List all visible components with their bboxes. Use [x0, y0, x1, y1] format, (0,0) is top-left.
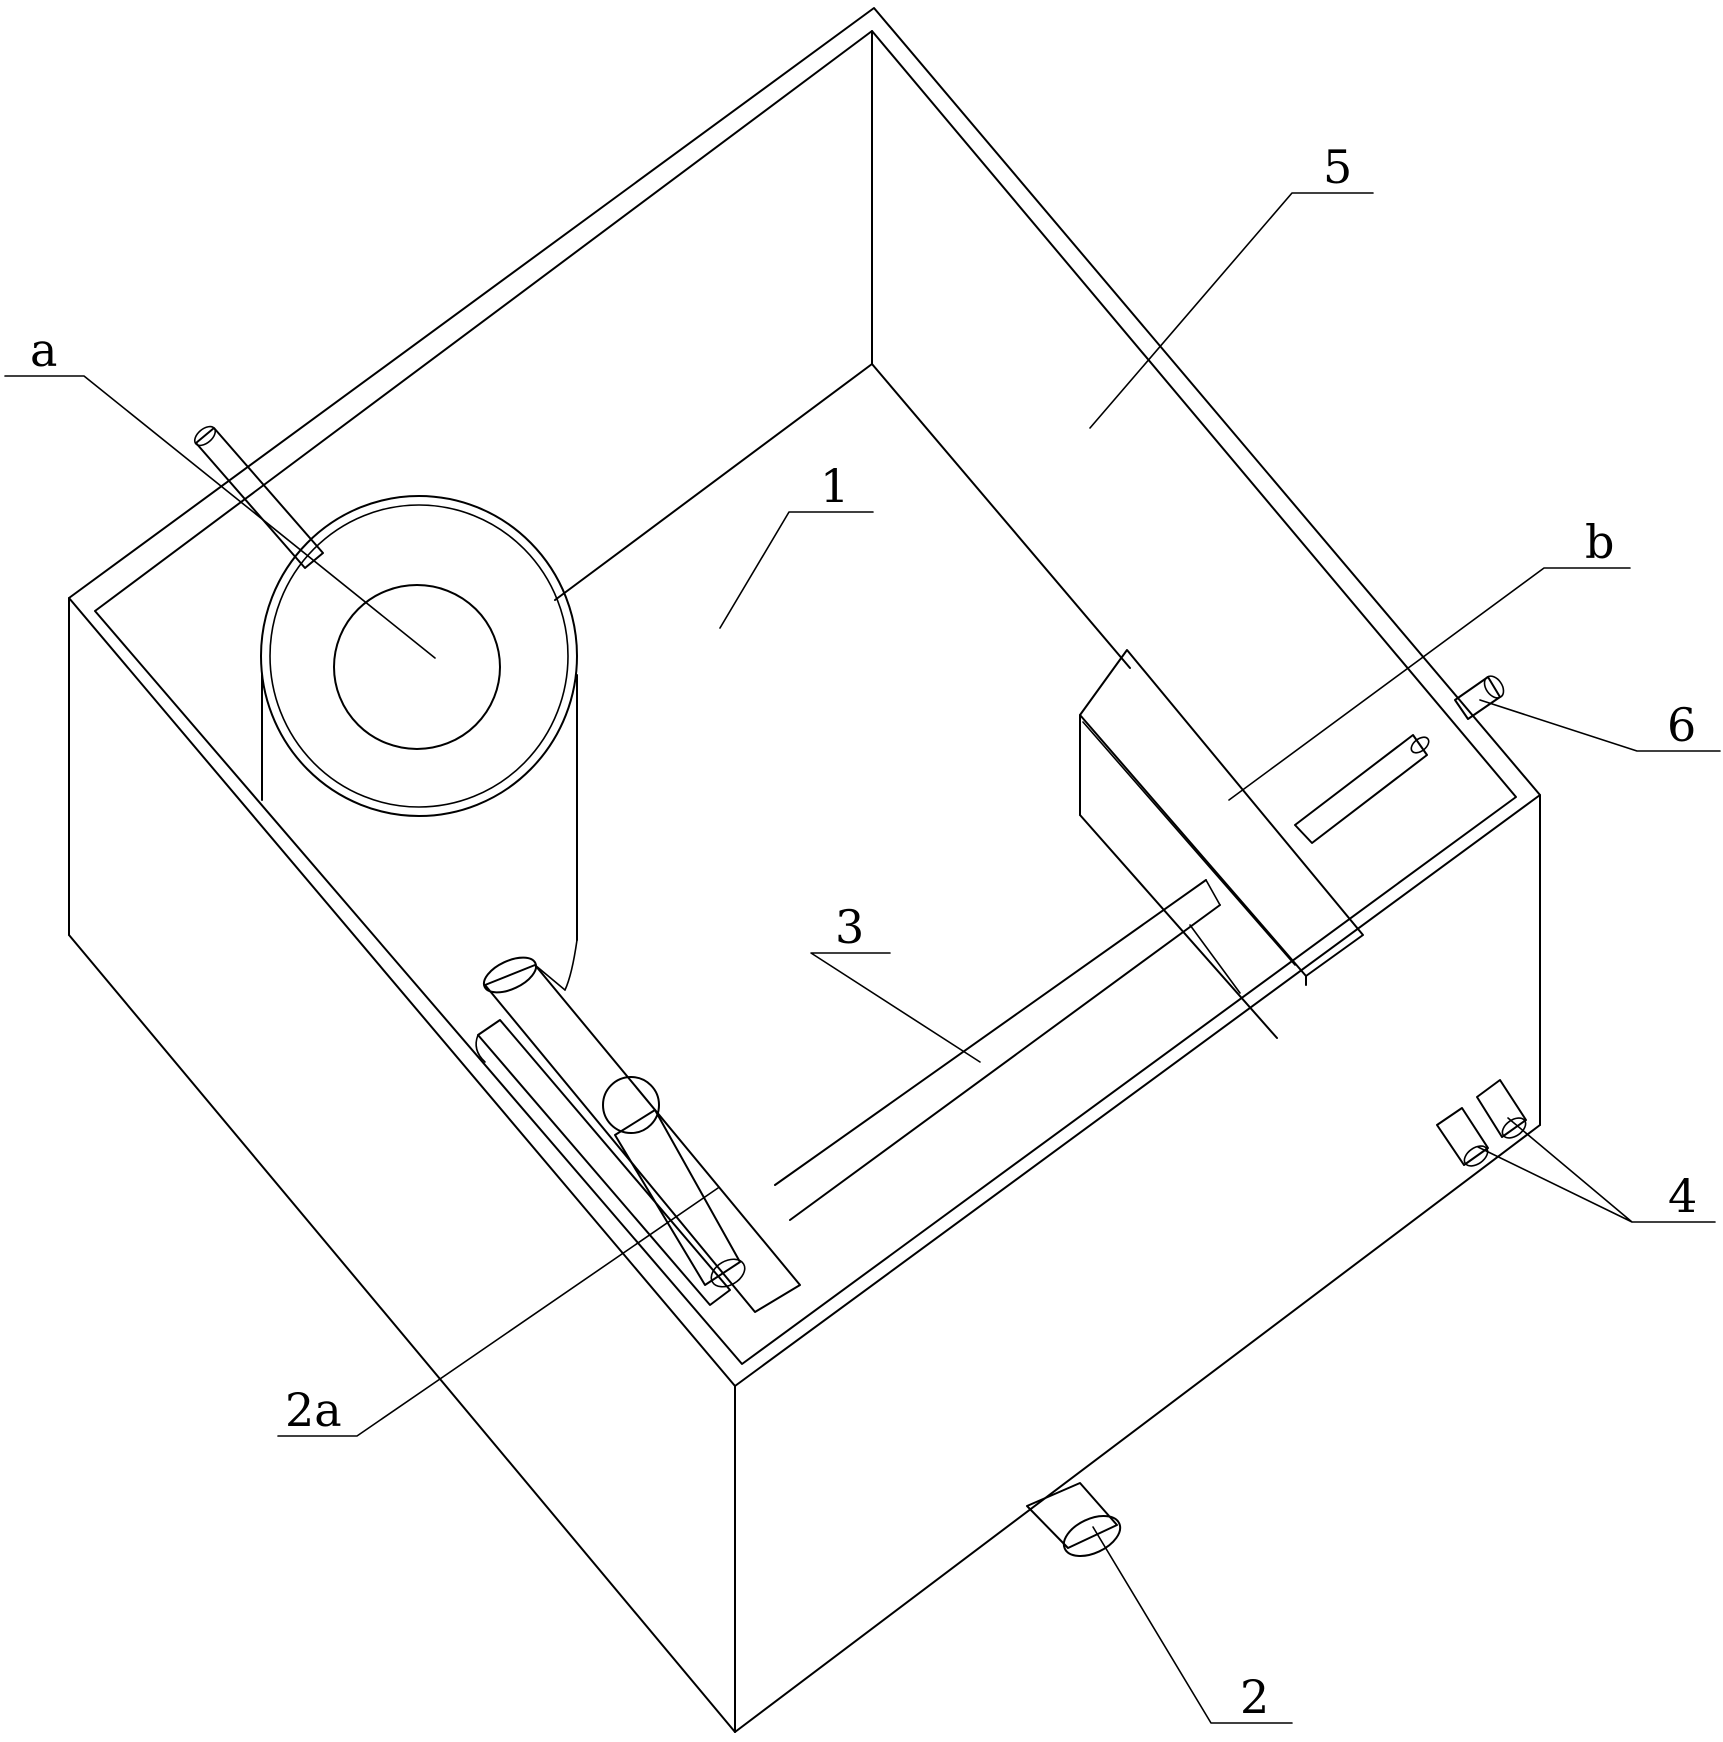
pipe-2a-lower-rail	[477, 1019, 731, 1306]
leader-6	[1479, 699, 1721, 752]
outlet-pipe-2	[1026, 1482, 1122, 1557]
pipe-2a-elbow	[602, 1076, 660, 1134]
leader-b	[1228, 567, 1631, 801]
outlet-pipe-6	[1454, 675, 1505, 720]
label-5: 5	[1323, 140, 1352, 194]
pipe-assembly-2a	[475, 956, 801, 1313]
leader-1	[719, 511, 874, 629]
tank-box	[68, 7, 1541, 1733]
bar-3-edge-bottom	[789, 904, 1221, 1221]
label-2a: 2a	[285, 1383, 342, 1437]
bar-3	[774, 879, 1221, 1221]
pipe-2a-main	[484, 964, 801, 1313]
leader-a	[4, 375, 436, 659]
floor-edge-left	[554, 363, 873, 601]
cylinder-bottom-curve	[564, 939, 578, 991]
tank-rim-inner	[94, 30, 1517, 1365]
cylinder-top-outer	[260, 495, 578, 817]
leader-4	[1477, 1117, 1716, 1223]
tube-b-body	[1294, 734, 1428, 844]
outlet-pipe-2-end	[1062, 1515, 1122, 1557]
outlet-pipes-4	[1436, 1079, 1527, 1167]
pipe-2a-top-end	[482, 956, 538, 994]
tube-b-end	[1410, 736, 1430, 754]
sleeve-top	[1079, 649, 1364, 977]
leader-2	[1092, 1526, 1293, 1724]
sleeve-b	[1079, 649, 1364, 1039]
label-2: 2	[1240, 1670, 1269, 1724]
outlet-pipe-4a	[1436, 1107, 1489, 1166]
label-6: 6	[1667, 698, 1696, 752]
sleeve-edge-line	[1082, 721, 1296, 966]
tube-b	[1294, 734, 1430, 844]
inlet-pipe-body	[195, 427, 324, 569]
label-3: 3	[835, 900, 864, 954]
leader-5	[1089, 192, 1374, 429]
outlet-pipe-4a-end	[1463, 1145, 1489, 1167]
tank-bottom-left	[68, 934, 736, 1733]
cylinder	[260, 495, 578, 991]
sleeve-leg	[1189, 924, 1241, 994]
pipe-2a-branch	[614, 1109, 741, 1286]
tank-bottom-right	[734, 1124, 1541, 1733]
pipe-2a-branch-end	[710, 1258, 746, 1288]
sleeve-front-bottom	[1079, 814, 1278, 1039]
cylinder-opening	[333, 584, 501, 750]
pipe-2a-lower-curve	[475, 1034, 486, 1063]
leader-lines	[4, 192, 1721, 1724]
leader-2a	[277, 1187, 719, 1437]
tank-rim-outer	[68, 7, 1541, 1387]
outlet-pipe-4b	[1476, 1079, 1527, 1138]
bar-3-edge-top	[774, 879, 1207, 1186]
outlet-pipe-6-body	[1454, 676, 1501, 720]
outlet-pipe-6-end	[1483, 675, 1505, 699]
inlet-pipe-end	[193, 425, 217, 447]
label-b: b	[1585, 515, 1614, 569]
cylinder-top-rim	[269, 504, 569, 808]
pipe-2a-joint	[534, 964, 566, 991]
outlet-pipe-4b-end	[1501, 1117, 1527, 1139]
outlet-pipe-2-body	[1026, 1482, 1118, 1549]
callout-labels: a 1 5 b 6 3 4 2a 2	[30, 140, 1697, 1724]
bar-3-end	[1205, 879, 1221, 906]
label-4: 4	[1668, 1169, 1697, 1223]
floor-edge-right	[871, 363, 1131, 669]
label-1: 1	[820, 459, 849, 513]
inlet-pipe-a	[193, 425, 324, 569]
label-a: a	[30, 323, 57, 377]
leader-3	[810, 952, 981, 1063]
